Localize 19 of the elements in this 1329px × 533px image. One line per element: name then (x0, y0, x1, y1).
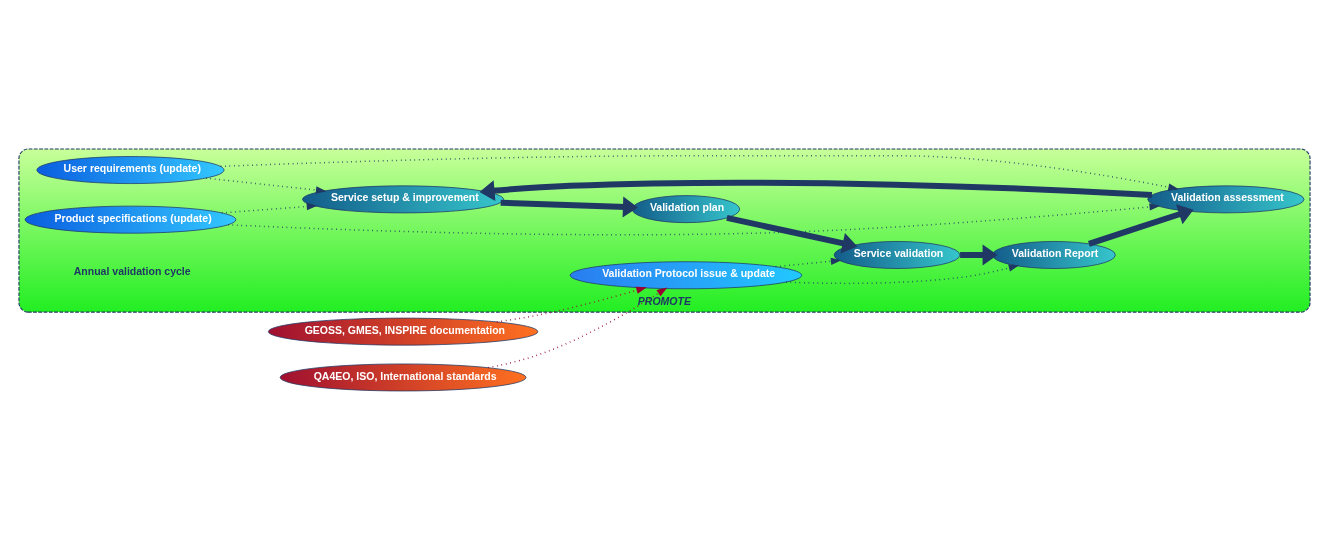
arrow (221, 202, 318, 214)
node-ellipse: Product specifications (update) (24, 205, 237, 234)
node-ellipse: GEOSS, GMES, INSPIRE documentation (268, 317, 539, 346)
arrow (227, 202, 1161, 235)
node-ellipse: User requirements (update) (36, 155, 225, 184)
node-ellipse: Validation Protocol issue & update (569, 260, 803, 289)
label: Annual validation cycle (73, 264, 191, 277)
arrow (496, 286, 647, 323)
arrow (487, 286, 668, 368)
node-ellipse: Validation plan (631, 194, 741, 223)
arrow (205, 176, 327, 194)
arrow (726, 214, 858, 254)
arrow (1088, 203, 1194, 247)
arrow (479, 179, 1153, 201)
node-ellipse: Service validation (833, 240, 961, 269)
arrow (960, 243, 998, 265)
arrow (500, 195, 638, 217)
arrow (785, 263, 1020, 284)
node-ellipse: QA4EO, ISO, International standards (279, 363, 527, 391)
